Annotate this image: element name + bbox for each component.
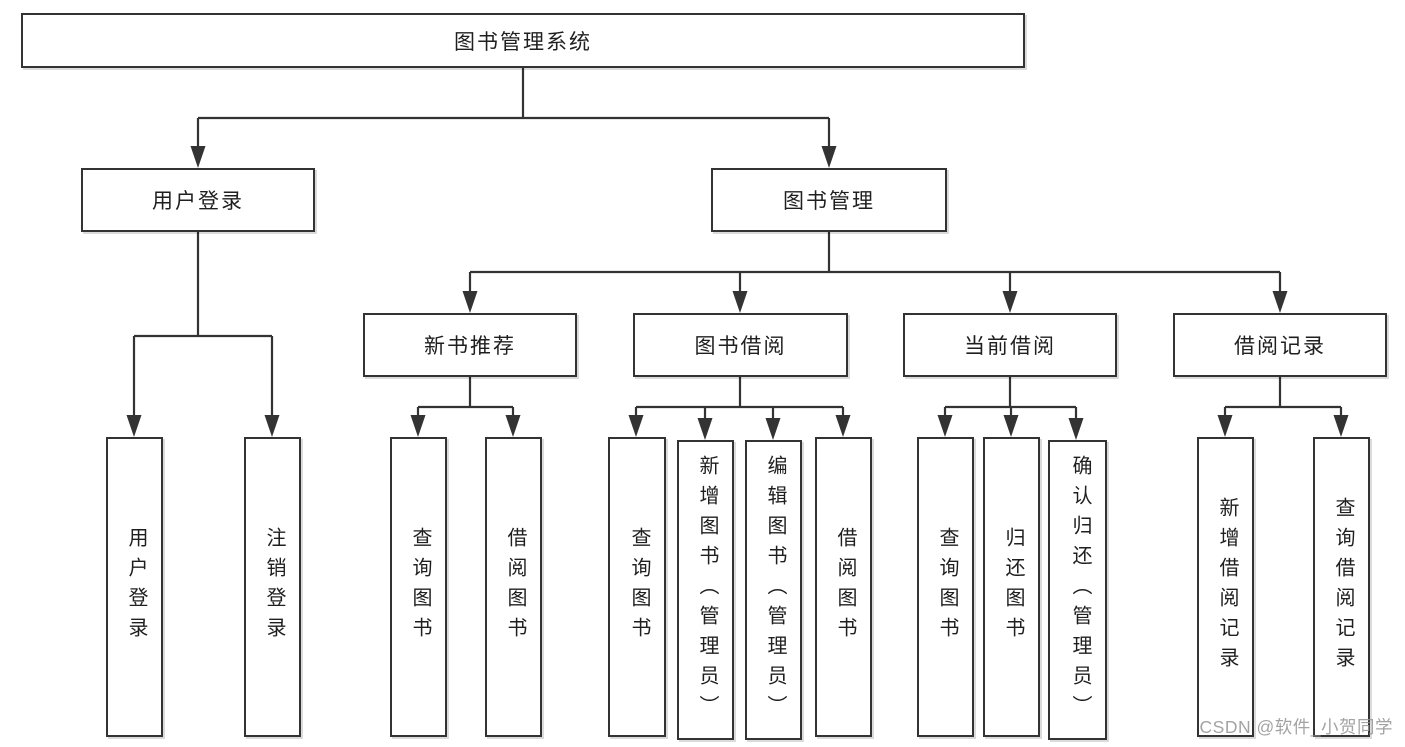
leaf-user-login: 用户登录 — [106, 437, 163, 737]
leaf-borrow-add-books-admin: 新增图书（管理员） — [677, 440, 734, 740]
node-book-borrow: 图书借阅 — [633, 313, 848, 377]
leaf-borrow-query-books: 查询图书 — [608, 437, 666, 737]
leaf-current-confirm-return-admin: 确认归还（管理员） — [1048, 440, 1107, 740]
arrowhead-icons — [126, 146, 1349, 440]
node-borrow-records: 借阅记录 — [1173, 313, 1387, 377]
node-current-borrow: 当前借阅 — [903, 313, 1117, 377]
leaf-records-add-record: 新增借阅记录 — [1197, 437, 1254, 737]
leaf-borrow-edit-books-admin: 编辑图书（管理员） — [745, 440, 802, 740]
leaf-current-query-books: 查询图书 — [917, 437, 974, 737]
node-book-management: 图书管理 — [711, 168, 947, 232]
leaf-recommend-borrow-books: 借阅图书 — [485, 437, 542, 737]
node-root: 图书管理系统 — [21, 13, 1025, 68]
csdn-watermark: CSDN @软件_小贺同学 — [1199, 717, 1393, 737]
leaf-records-query-record: 查询借阅记录 — [1313, 437, 1370, 737]
leaf-current-return-books: 归还图书 — [983, 437, 1040, 737]
node-new-book-recommend: 新书推荐 — [363, 313, 577, 377]
leaf-recommend-query-books: 查询图书 — [390, 437, 447, 737]
leaf-logout: 注销登录 — [244, 437, 301, 737]
node-user-login: 用户登录 — [81, 168, 315, 232]
leaf-borrow-borrow-books: 借阅图书 — [815, 437, 872, 737]
